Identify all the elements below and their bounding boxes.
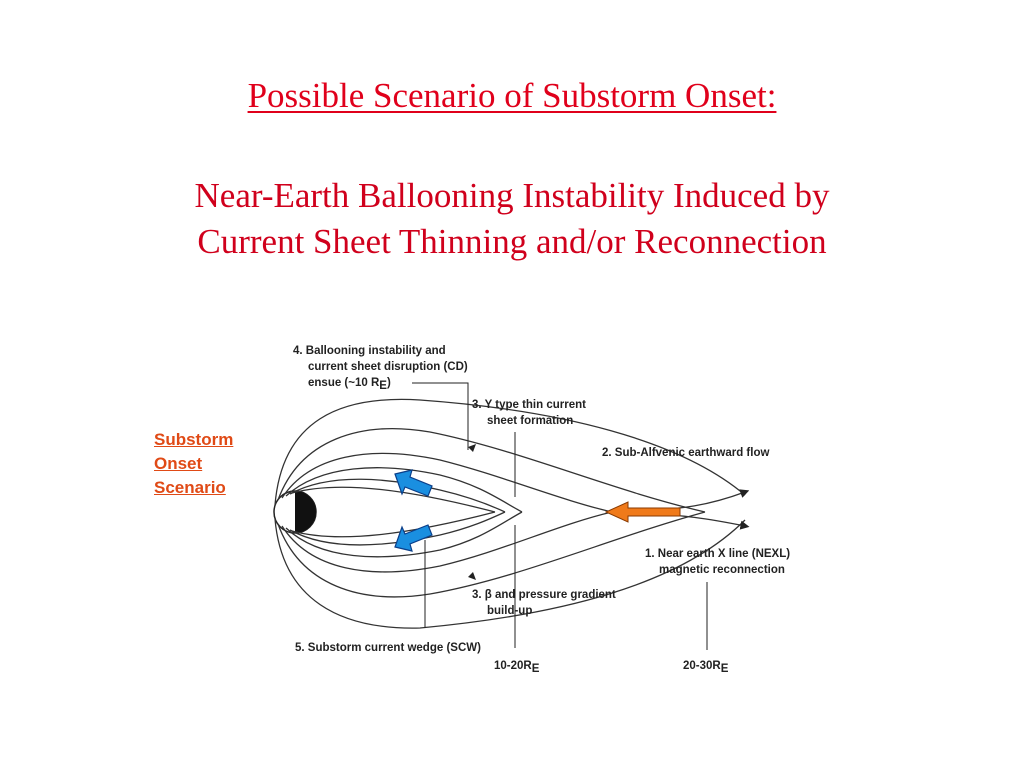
field-line-upper-3	[281, 452, 613, 513]
label-3b: 3. β and pressure gradient build-up	[472, 589, 616, 617]
label-1: 1. Near earth X line (NEXL) magnetic rec…	[645, 548, 790, 576]
label-2: 2. Sub-Alfvenic earthward flow	[602, 447, 769, 459]
field-line-upper-4	[285, 467, 523, 513]
blue-arrow-upper	[394, 469, 433, 497]
orange-arrow	[604, 501, 681, 523]
field-line-lower-3	[281, 511, 613, 573]
slide-title: Possible Scenario of Substorm Onset:	[247, 76, 777, 115]
field-line-upper-2	[277, 428, 706, 513]
x-line-upper-arm	[639, 489, 750, 511]
distance-label-20-30-subscript: E	[721, 663, 729, 675]
label-4-subscript: E	[379, 380, 387, 392]
label-5: 5. Substorm current wedge (SCW)	[295, 642, 481, 654]
field-line-upper-inner	[291, 486, 496, 513]
side-label-onset: Onset	[154, 454, 203, 473]
svg-text:10-20RE: 10-20RE	[494, 660, 540, 675]
label-3y-line-2: sheet formation	[487, 415, 573, 427]
field-line-arrow-lower	[468, 572, 476, 580]
label-4: 4. Ballooning instability and current sh…	[293, 345, 468, 392]
field-lines	[274, 398, 750, 629]
label-1-line-2: magnetic reconnection	[659, 564, 785, 576]
label-4-close: )	[387, 377, 391, 389]
slide-subtitle-line-2: Current Sheet Thinning and/or Reconnecti…	[197, 222, 827, 261]
label-3y-line-1: 3. Y type thin current	[472, 399, 586, 411]
earth-icon	[273, 490, 317, 534]
svg-text:ensue (~10 RE): ensue (~10 RE)	[308, 377, 391, 392]
slide-subtitle-line-1: Near-Earth Ballooning Instability Induce…	[194, 176, 830, 215]
label-3b-line-2: build-up	[487, 605, 532, 617]
leader-label-4	[412, 382, 469, 450]
label-3y: 3. Y type thin current sheet formation	[472, 399, 586, 427]
svg-text:20-30RE: 20-30RE	[683, 660, 729, 675]
field-line-lower-outer	[274, 518, 746, 629]
label-1-line-1: 1. Near earth X line (NEXL)	[645, 548, 790, 560]
side-label-scenario: Scenario	[154, 478, 226, 497]
field-line-arrow-upper	[468, 444, 476, 452]
label-4-line-1: 4. Ballooning instability and	[293, 345, 446, 357]
label-4-line-2: current sheet disruption (CD)	[308, 361, 468, 373]
field-line-lower-2	[277, 511, 706, 598]
field-line-upper-outer	[274, 398, 746, 506]
label-3b-line-1: 3. β and pressure gradient	[472, 589, 616, 601]
field-line-lower-5	[289, 511, 506, 546]
distance-label-10-20-subscript: E	[532, 663, 540, 675]
distance-label-10-20: 10-20R	[494, 660, 532, 672]
label-4-line-3: ensue (~10 R	[308, 377, 380, 389]
field-line-lower-inner	[291, 511, 496, 538]
field-line-lower-4	[285, 511, 523, 558]
distance-label-20-30: 20-30R	[683, 660, 721, 672]
leader-lines	[412, 382, 708, 650]
side-label-substorm: Substorm	[154, 430, 234, 449]
blue-arrow-lower	[394, 524, 433, 552]
